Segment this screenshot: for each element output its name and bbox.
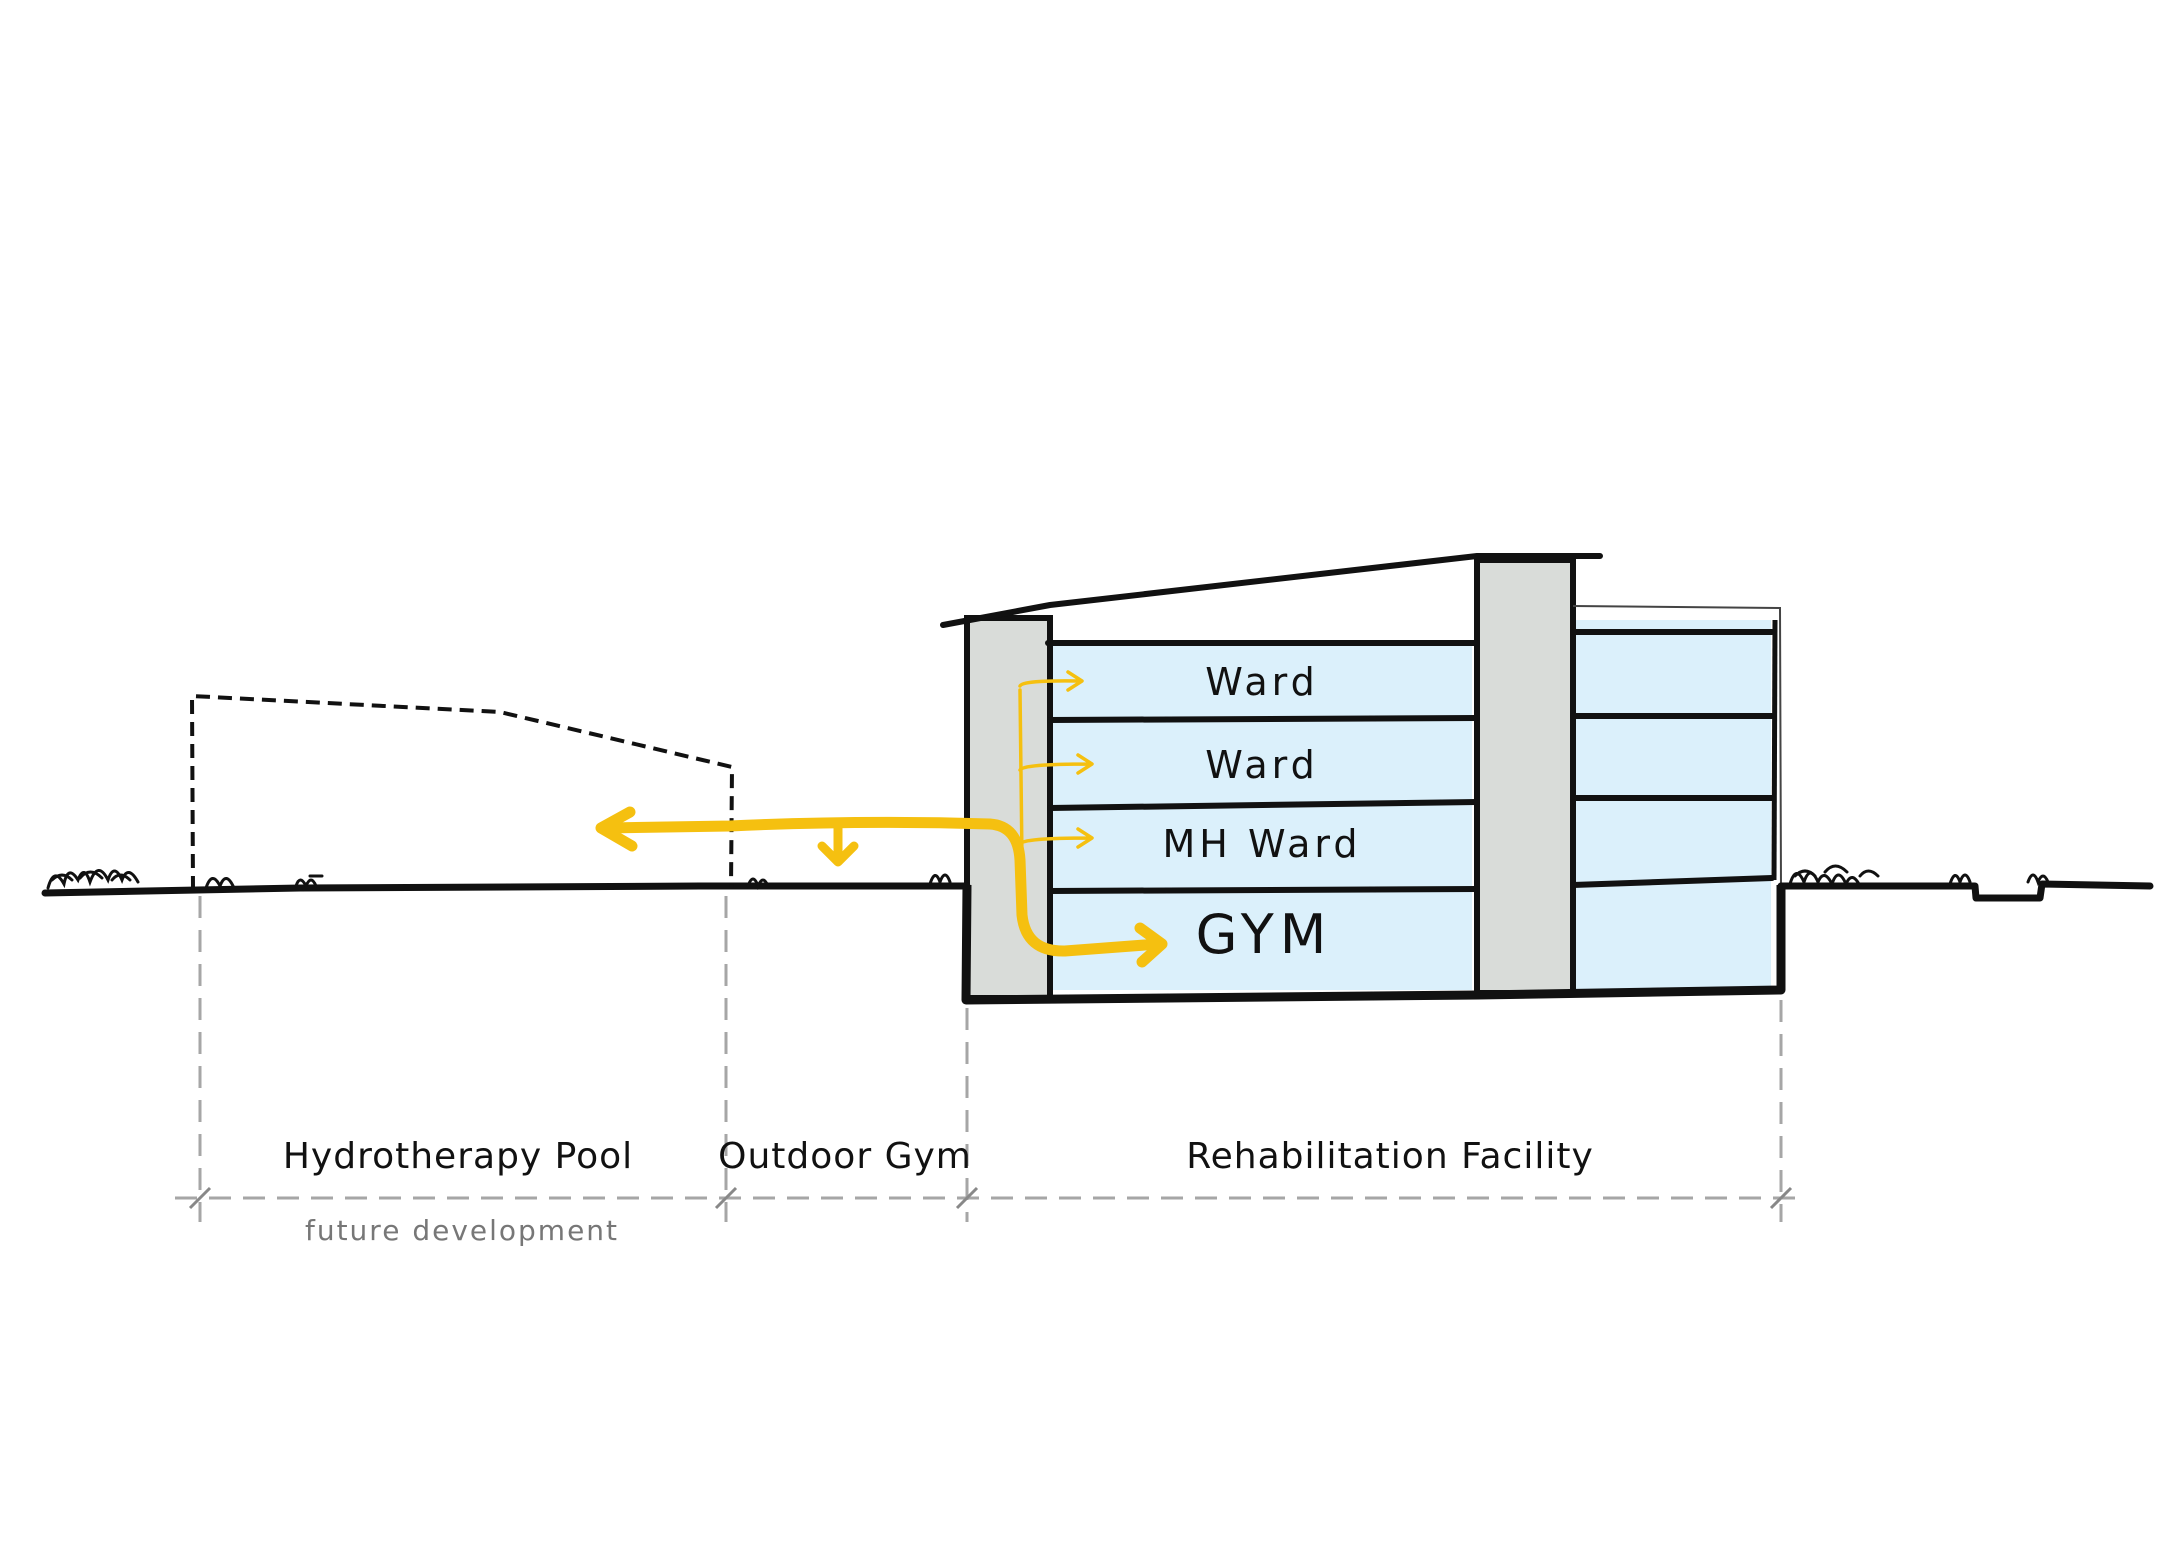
ward-arrow-3: [1018, 827, 1094, 849]
annex-right-wall: [1771, 619, 1778, 881]
zone-label-rehabilitation-facility: Rehabilitation Facility: [1186, 1136, 1594, 1177]
core-branch-line: [1018, 688, 1024, 862]
zone-label-hydrotherapy-pool: Hydrotherapy Pool: [283, 1136, 633, 1177]
room-label-mh-ward: MH Ward: [1163, 822, 1362, 866]
annex-roof: [1572, 605, 1782, 891]
annex-interior: [1573, 620, 1771, 990]
circulation-arrows: [595, 670, 1168, 968]
building-interior: [1048, 643, 1472, 990]
zone-label-outdoor-gym: Outdoor Gym: [718, 1136, 972, 1177]
future-building-outline: [189, 693, 735, 891]
room-label-ward-middle: Ward: [1205, 743, 1319, 787]
dimension-ticks: [188, 1186, 1793, 1210]
future-development-note: future development: [305, 1214, 619, 1247]
right-core: [1474, 557, 1576, 996]
floor-slabs: [1045, 629, 1775, 894]
down-arrow: [817, 821, 859, 867]
gym-arrowhead: [1134, 922, 1168, 968]
ground-line: [41, 882, 971, 897]
pitched-roof: [940, 553, 1603, 628]
ground-line-right: [1777, 880, 2154, 902]
room-label-gym: GYM: [1196, 903, 1333, 966]
room-label-ward-top: Ward: [1205, 660, 1319, 704]
planting: [46, 864, 2050, 891]
dimension-lines: [175, 896, 1805, 1222]
basement-outline: [961, 884, 1786, 1005]
ward-arrow-2: [1018, 753, 1094, 775]
left-arrowhead: [595, 806, 638, 852]
ward-arrow-1: [1018, 670, 1084, 692]
main-circulation-path: [602, 816, 1164, 957]
